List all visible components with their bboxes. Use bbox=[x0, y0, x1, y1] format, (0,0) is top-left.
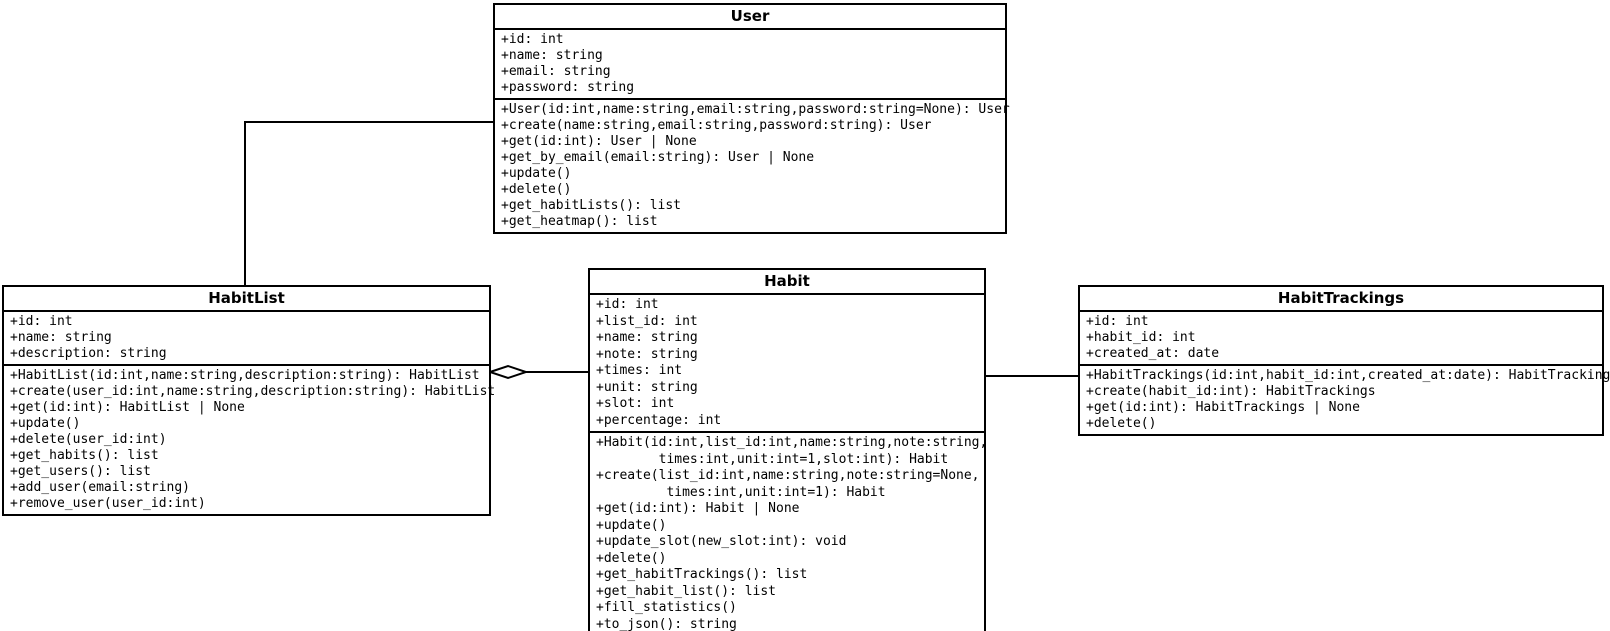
class-title-habittrackings: HabitTrackings bbox=[1080, 287, 1602, 312]
class-attributes-user: +id: int +name: string +email: string +p… bbox=[495, 30, 1005, 100]
class-methods-habit: +Habit(id:int,list_id:int,name:string,no… bbox=[596, 435, 988, 631]
class-title-habitlist: HabitList bbox=[4, 287, 489, 312]
class-title-user: User bbox=[495, 5, 1005, 30]
class-methods-habitlist: +HabitList(id:int,name:string,descriptio… bbox=[10, 368, 496, 511]
class-box-habit: Habit +id: int +list_id: int +name: stri… bbox=[588, 268, 988, 631]
class-box-user: User +id: int +name: string +email: stri… bbox=[493, 3, 1010, 234]
association-user-habitlist-vertical bbox=[244, 121, 246, 287]
class-box-habittrackings: HabitTrackings +id: int +habit_id: int +… bbox=[1078, 285, 1610, 436]
association-habit-habittrackings bbox=[984, 375, 1080, 377]
class-methods-user: +User(id:int,name:string,email:string,pa… bbox=[501, 102, 1010, 229]
class-box-habitlist: HabitList +id: int +name: string +descri… bbox=[2, 285, 496, 516]
association-user-habitlist-horizontal bbox=[244, 121, 495, 123]
aggregation-habitlist-habit-line bbox=[524, 371, 590, 373]
class-title-habit: Habit bbox=[590, 270, 984, 295]
class-attributes-habittrackings: +id: int +habit_id: int +created_at: dat… bbox=[1080, 312, 1602, 366]
class-attributes-habit: +id: int +list_id: int +name: string +no… bbox=[590, 295, 984, 433]
class-attributes-habitlist: +id: int +name: string +description: str… bbox=[4, 312, 489, 366]
aggregation-diamond-icon bbox=[488, 364, 528, 380]
class-methods-habittrackings: +HabitTrackings(id:int,habit_id:int,crea… bbox=[1086, 368, 1610, 431]
